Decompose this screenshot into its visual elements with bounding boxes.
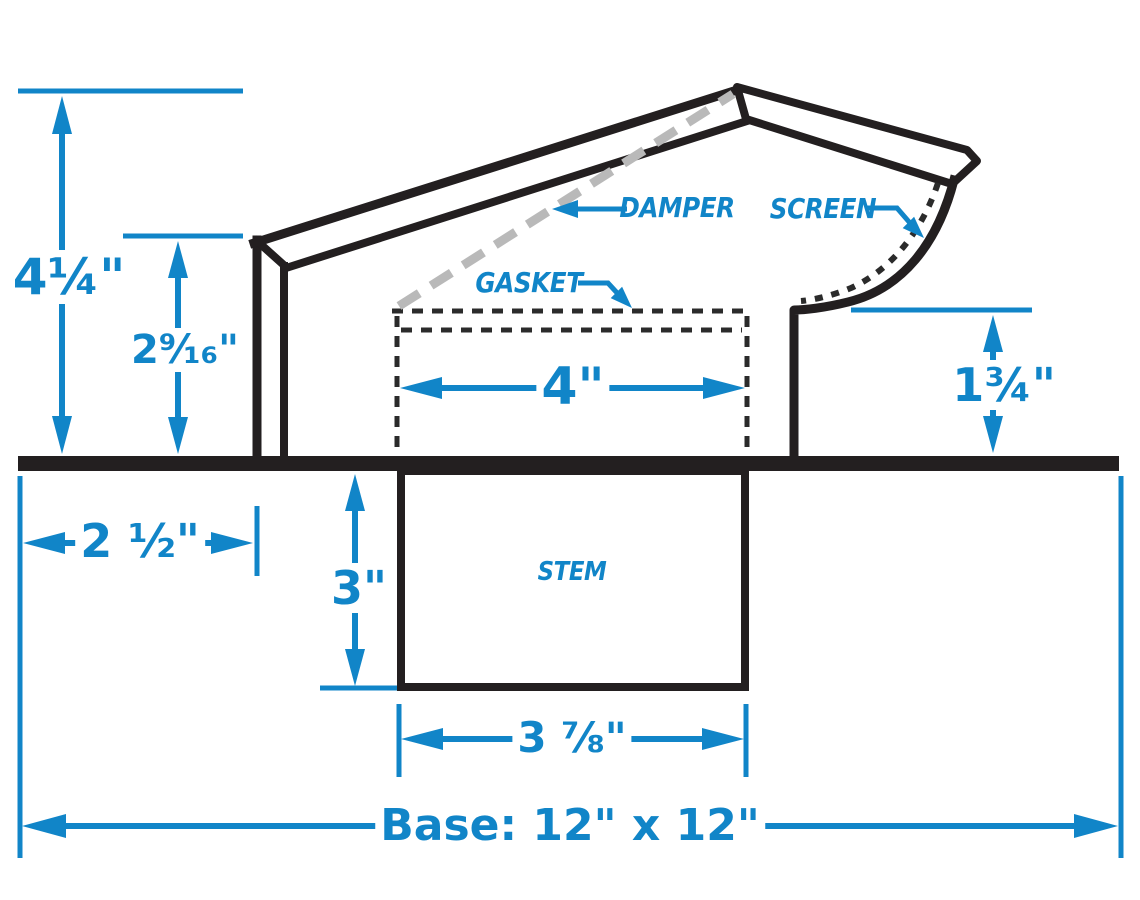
gasket-outline	[392, 308, 752, 454]
dim-label-inner-height: 2⁹⁄₁₆"	[126, 328, 244, 372]
leader-damper	[552, 200, 627, 218]
leader-gasket	[578, 280, 632, 308]
leader-screen	[866, 205, 924, 238]
damper-line	[396, 90, 736, 310]
dim-label-side-offset: 2 ½"	[75, 516, 205, 566]
base-line	[18, 456, 1119, 471]
dim-label-base-size: Base: 12" x 12"	[375, 802, 765, 850]
roof-upper-edge	[248, 84, 743, 249]
dim-label-stem-depth: 3"	[326, 563, 392, 613]
roof-lower-edge	[280, 115, 753, 274]
dim-label-right-height: 1¾"	[947, 360, 1061, 410]
right-curve-wall	[789, 174, 960, 463]
vent-outline	[18, 83, 1119, 691]
part-label-gasket: GASKET	[475, 266, 583, 299]
left-wall-fold	[251, 235, 292, 273]
part-label-damper: DAMPER	[619, 191, 735, 224]
dim-label-stem-width: 3 ⅞"	[512, 715, 632, 761]
dim-label-overall-height: 4¼"	[7, 250, 131, 304]
part-label-screen: SCREEN	[769, 192, 877, 225]
lid-panel	[733, 83, 981, 188]
part-label-stem: STEM	[537, 557, 607, 587]
stem-outline	[397, 467, 749, 691]
screen-curve	[800, 182, 941, 304]
dim-label-gasket-width: 4"	[536, 359, 610, 415]
